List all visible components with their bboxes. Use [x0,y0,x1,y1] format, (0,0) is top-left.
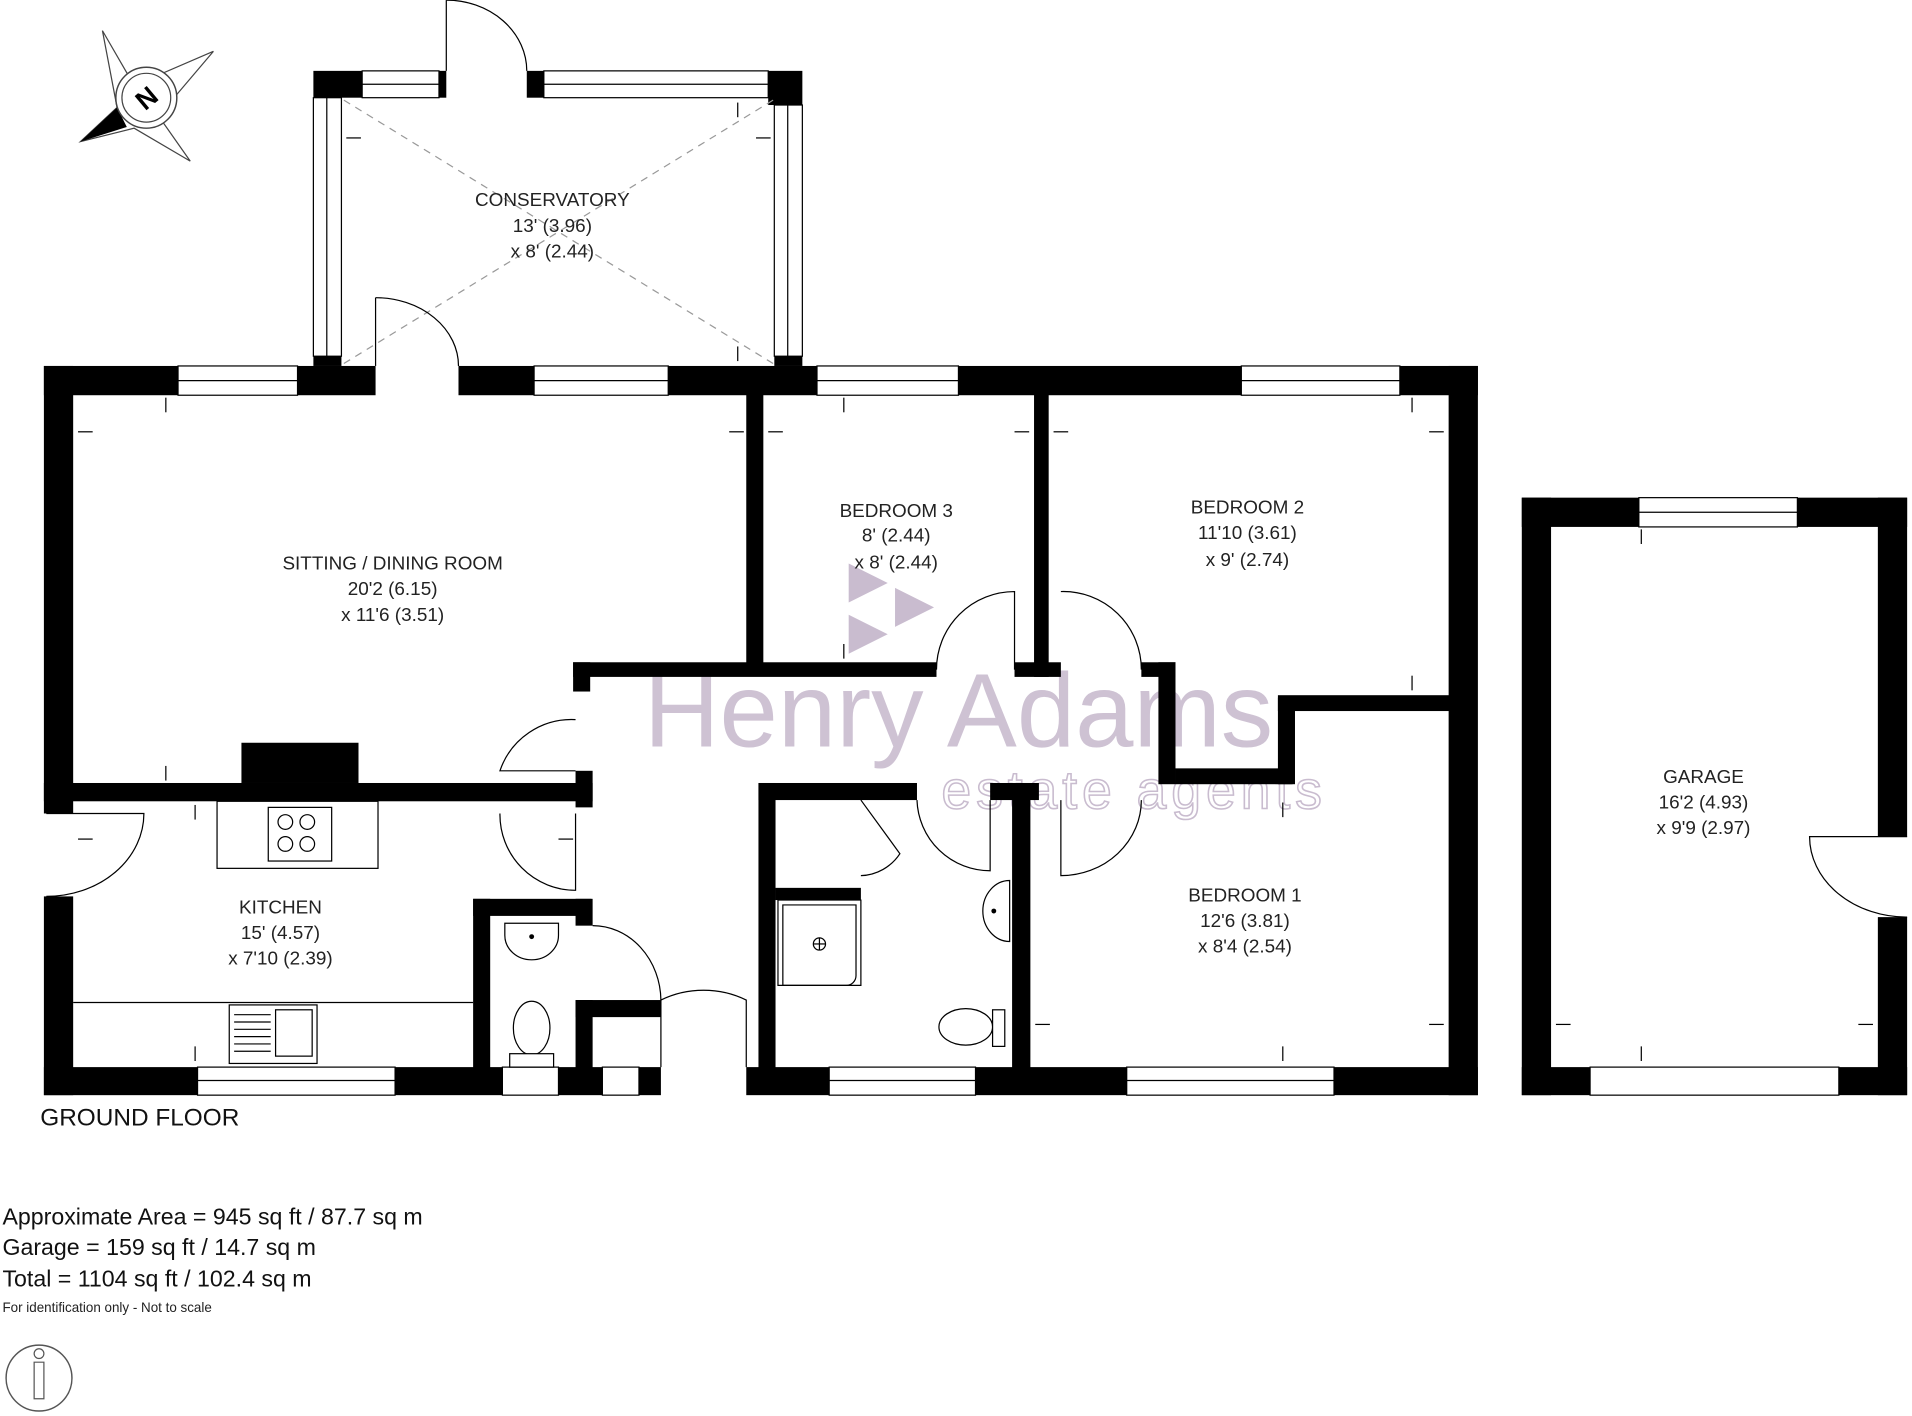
room-dimension: 15' (4.57) [241,923,320,944]
house-walls [43,297,1478,1096]
floor-label: GROUND FLOOR [40,1105,239,1132]
room-dimension: x 7'10 (2.39) [228,949,332,970]
fixtures [73,800,1011,1068]
total-area: Total = 1104 sq ft / 102.4 sq m [2,1266,311,1292]
conservatory-structure [312,0,803,366]
room-bedroom-2: BEDROOM 2 11'10 (3.61) x 9' (2.74) [1191,498,1304,571]
room-dimension: x 8' (2.44) [511,241,594,262]
room-name: BEDROOM 1 [1188,885,1301,906]
room-bedroom-3: BEDROOM 3 8' (2.44) x 8' (2.44) [840,501,953,573]
room-bedroom-1: BEDROOM 1 12'6 (3.81) x 8'4 (2.54) [1188,885,1301,957]
room-dimension: 13' (3.96) [513,216,592,237]
room-garage: GARAGE 16'2 (4.93) x 9'9 (2.97) [1657,767,1751,839]
toilet-icon [509,1000,555,1068]
brand-logo-icon [848,563,935,654]
room-kitchen: KITCHEN 15' (4.57) x 7'10 (2.39) [228,897,332,969]
room-dimension: 16'2 (4.93) [1659,793,1749,814]
compass-icon: N [78,30,214,162]
room-dimension: 12'6 (3.81) [1200,911,1290,932]
garage-area: Garage = 159 sq ft / 14.7 sq m [2,1234,315,1260]
dimension-arrows [78,102,1873,1062]
approximate-area: Approximate Area = 945 sq ft / 87.7 sq m [2,1203,422,1229]
wc-basin-icon [504,922,560,961]
room-name: BEDROOM 3 [840,501,953,522]
shower-icon [777,899,862,987]
disclaimer: For identification only - Not to scale [2,1300,211,1315]
room-name: CONSERVATORY [475,190,630,211]
room-name: BEDROOM 2 [1191,498,1304,519]
bath-basin-icon [982,879,1011,943]
garage-structure [1521,497,1908,1096]
room-dimension: 8' (2.44) [862,526,931,547]
room-dimension: x 9'9 (2.97) [1657,818,1751,839]
kitchen-sink-icon [228,1004,318,1065]
room-dimension: x 8'4 (2.54) [1198,936,1292,957]
room-name: SITTING / DINING ROOM [282,554,502,575]
person-scale-icon [5,1344,73,1412]
hob-icon [267,806,333,862]
area-summary: Approximate Area = 945 sq ft / 87.7 sq m… [2,1203,422,1315]
room-sitting-dining: SITTING / DINING ROOM 20'2 (6.15) x 11'6… [282,554,502,626]
bath-toilet-icon [938,1007,1006,1047]
room-dimension: x 9' (2.74) [1206,550,1289,571]
room-dimension: 20'2 (6.15) [348,579,438,600]
room-conservatory: CONSERVATORY 13' (3.96) x 8' (2.44) [475,190,630,262]
room-dimension: 11'10 (3.61) [1198,523,1297,544]
room-name: KITCHEN [239,897,322,918]
room-dimension: x 8' (2.44) [855,552,938,573]
room-name: GARAGE [1663,767,1744,788]
room-dimension: x 11'6 (3.51) [341,605,444,626]
